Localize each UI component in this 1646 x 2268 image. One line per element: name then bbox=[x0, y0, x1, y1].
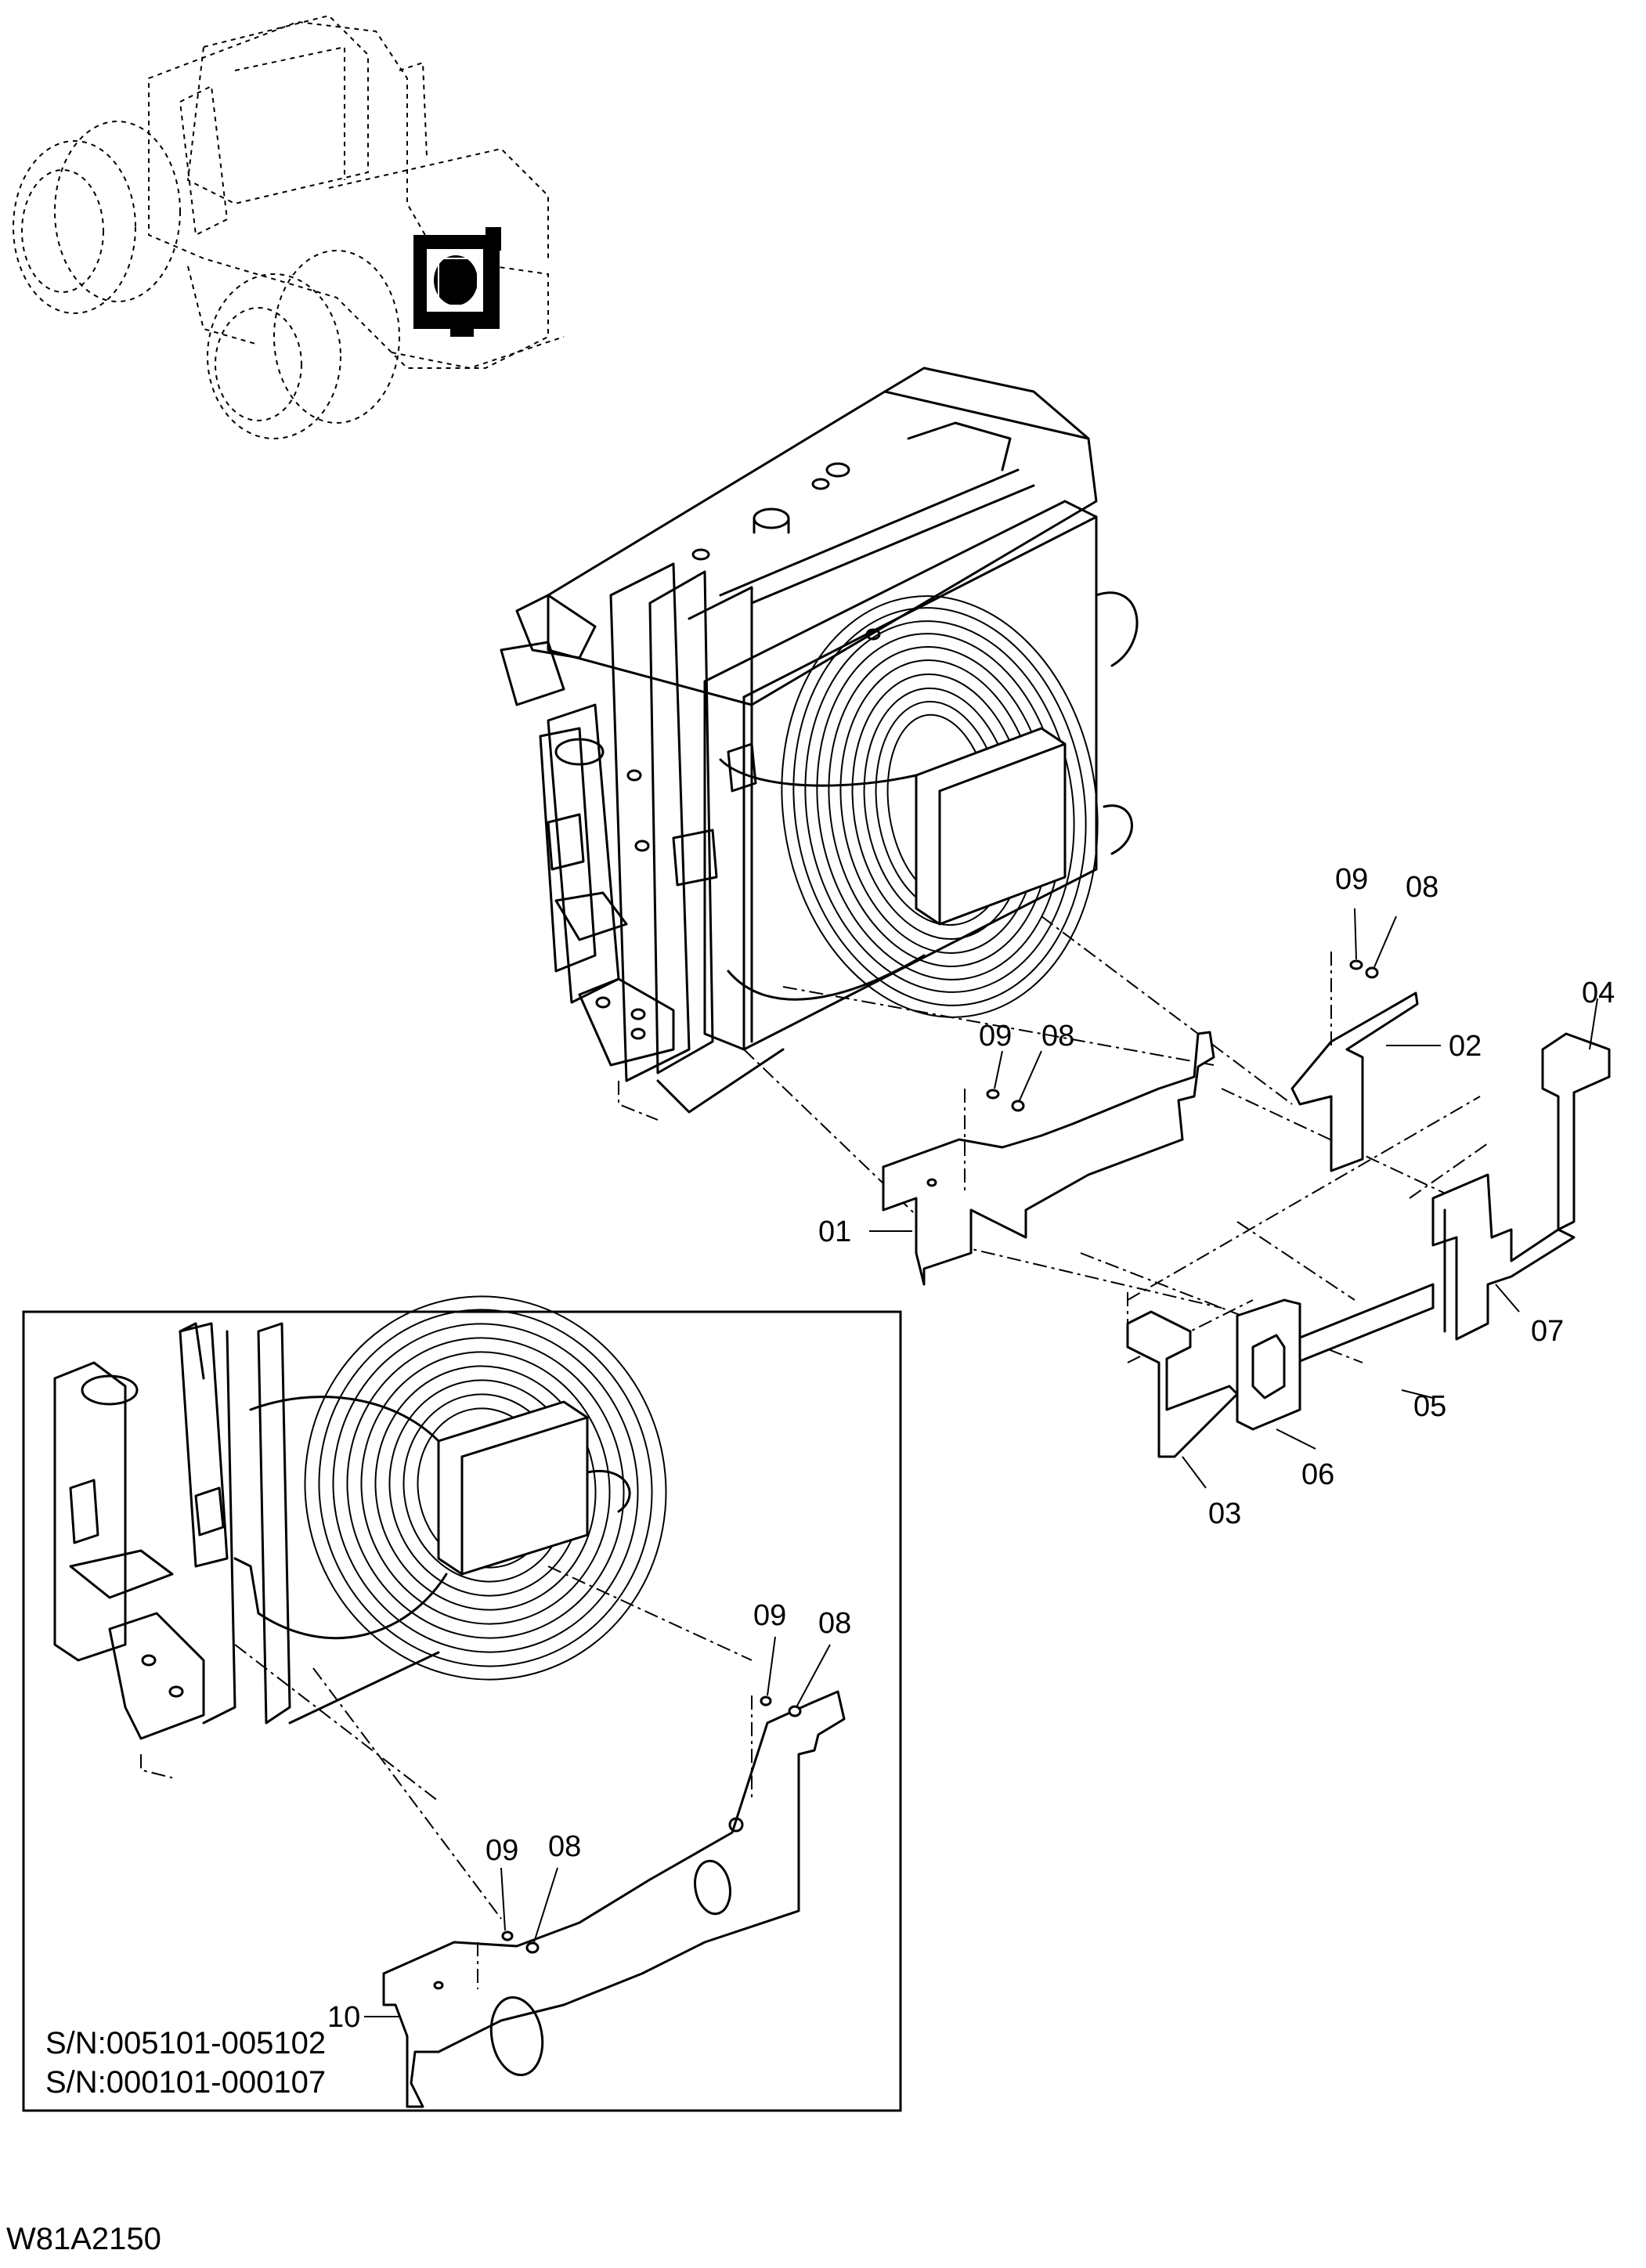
callout-08-top: 08 bbox=[1406, 871, 1438, 904]
part-02-plate bbox=[1290, 991, 1419, 1172]
inset-fan-shroud bbox=[304, 1295, 667, 1681]
inset-illustration bbox=[53, 1295, 667, 1779]
callout-05: 05 bbox=[1413, 1390, 1446, 1423]
part-03-bracket bbox=[1126, 1310, 1239, 1458]
part-04-bracket bbox=[1541, 1032, 1611, 1231]
serial-range-2: S/N:000101-000107 bbox=[45, 2065, 326, 2100]
inset-callout-10: 10 bbox=[327, 2001, 360, 2034]
part-06-block bbox=[1236, 1298, 1301, 1431]
callout-09-top: 09 bbox=[1335, 863, 1368, 896]
callout-leaders-inset bbox=[364, 1636, 831, 2017]
exploded-parts-main bbox=[743, 916, 1611, 1458]
drawing-code: W81A2150 bbox=[6, 2222, 161, 2256]
callout-labels-main: 09 08 02 04 09 08 01 07 05 06 03 bbox=[818, 863, 1615, 1530]
callout-03: 03 bbox=[1208, 1497, 1241, 1530]
callout-09-mid: 09 bbox=[979, 1020, 1012, 1053]
serial-range-1: S/N:005101-005102 bbox=[45, 2026, 326, 2060]
callout-04: 04 bbox=[1582, 977, 1615, 1009]
callout-01: 01 bbox=[818, 1215, 851, 1248]
part-07-bracket bbox=[1431, 1173, 1576, 1341]
part-10-plate bbox=[382, 1690, 846, 2108]
loader-overview-illustration bbox=[13, 14, 565, 439]
inset-callout-09-left: 09 bbox=[485, 1834, 518, 1867]
part-01-plate bbox=[882, 1031, 1215, 1286]
callout-labels-inset: 09 08 09 08 10 bbox=[327, 1599, 851, 2034]
exploded-parts-inset bbox=[234, 1566, 846, 2108]
callout-07: 07 bbox=[1531, 1315, 1564, 1348]
callout-06: 06 bbox=[1301, 1458, 1334, 1491]
cooling-module-illustration bbox=[500, 367, 1139, 1121]
callout-02: 02 bbox=[1449, 1030, 1482, 1063]
fasteners-main bbox=[964, 959, 1379, 1194]
callout-leaders-main bbox=[869, 908, 1598, 1489]
inset-callout-08-left: 08 bbox=[548, 1830, 581, 1863]
inset-callout-08-right: 08 bbox=[818, 1607, 851, 1640]
callout-08-mid: 08 bbox=[1041, 1020, 1074, 1053]
inset-callout-09-right: 09 bbox=[753, 1599, 786, 1632]
